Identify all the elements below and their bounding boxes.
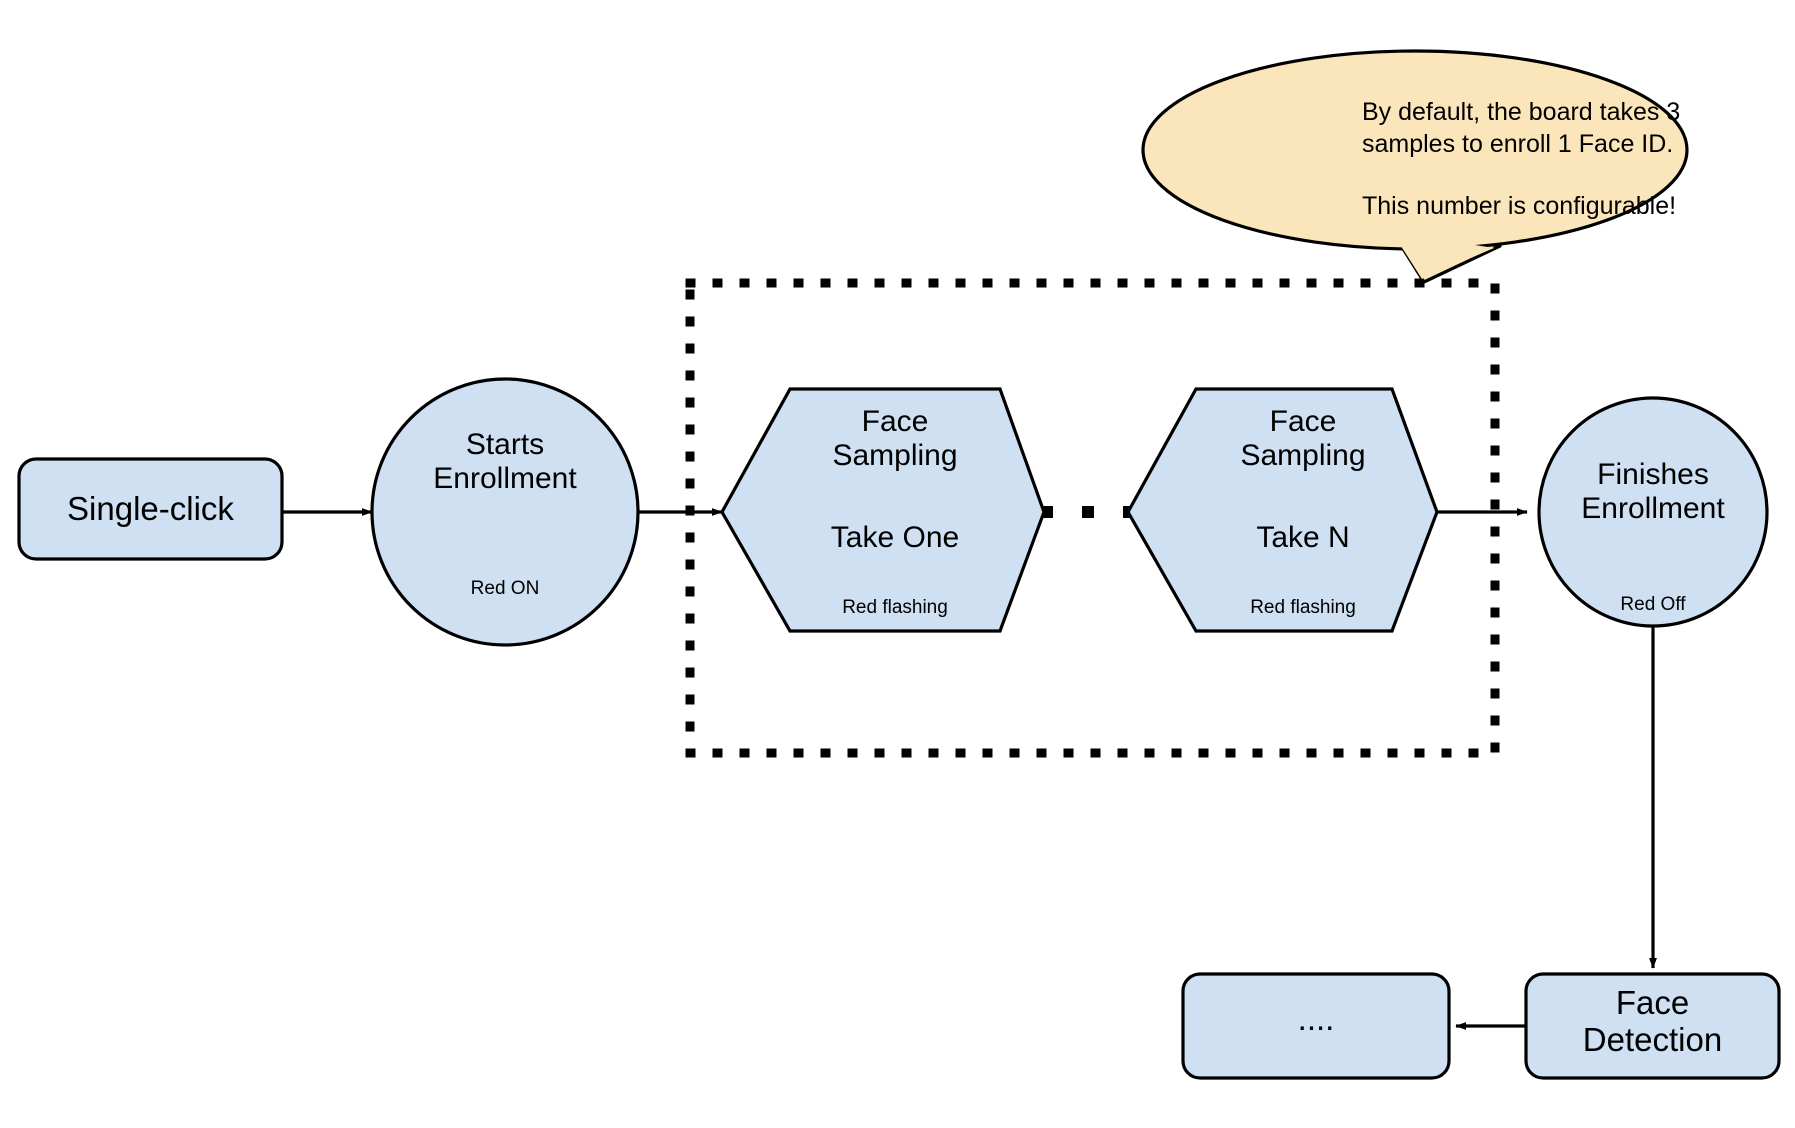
node-face-sampling-one[interactable]	[720, 387, 1046, 633]
node-starts-enrollment[interactable]	[370, 377, 640, 647]
node-finishes-enrollment[interactable]	[1537, 396, 1769, 628]
node-single-click[interactable]	[17, 457, 284, 561]
sampling-loop-group-border	[685, 278, 1500, 758]
callout-tail-fill	[1392, 232, 1494, 279]
callout-body	[1141, 49, 1689, 251]
node-face-detection[interactable]	[1524, 972, 1781, 1080]
callout-bubble[interactable]	[1141, 49, 1689, 284]
node-face-sampling-n[interactable]	[1126, 387, 1439, 633]
node-ellipsis[interactable]	[1181, 972, 1451, 1080]
